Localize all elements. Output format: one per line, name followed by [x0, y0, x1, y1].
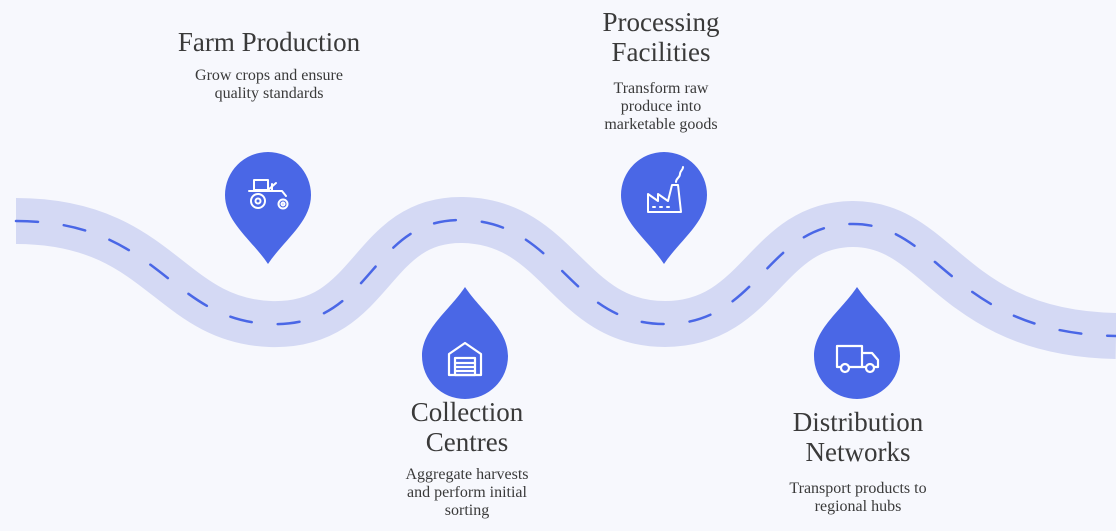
stage-description-distribution-networks: Transport products to regional hubs: [733, 480, 983, 516]
title-line: Centres: [425, 427, 509, 457]
stage-title-distribution-networks: Distribution Networks: [733, 407, 983, 467]
title-line: Distribution: [792, 407, 924, 437]
description-line: Aggregate harvests: [405, 466, 529, 483]
description-line: Transform raw: [613, 80, 709, 97]
description-line: Grow crops and ensure: [195, 67, 343, 84]
description-line: marketable goods: [604, 116, 718, 133]
description-line: sorting: [444, 502, 490, 519]
pin-distribution-networks: [814, 287, 900, 399]
warehouse-icon: [447, 341, 483, 377]
pin-farm-production: [225, 152, 311, 264]
title-line: Collection: [410, 397, 524, 427]
stage-title-processing-facilities: Processing Facilities: [536, 7, 786, 67]
tractor-icon: [248, 179, 289, 210]
description-line: regional hubs: [814, 498, 902, 515]
title-line: Networks: [805, 437, 911, 467]
stage-description-collection-centres: Aggregate harvests and perform initial s…: [342, 466, 592, 520]
pin-shape: [225, 152, 311, 264]
stage-description-farm-production: Grow crops and ensure quality standards: [144, 67, 394, 103]
stage-title-collection-centres: Collection Centres: [342, 397, 592, 457]
stage-title-farm-production: Farm Production: [144, 27, 394, 57]
description-line: quality standards: [214, 85, 324, 102]
title-line: Processing: [602, 7, 720, 37]
pin-processing-facilities: [621, 152, 707, 264]
title-line: Facilities: [611, 37, 711, 67]
pin-collection-centres: [422, 287, 508, 399]
title-line: Farm Production: [177, 27, 361, 57]
road: [15, 196, 1116, 359]
stage-description-processing-facilities: Transform raw produce into marketable go…: [536, 80, 786, 134]
description-line: Transport products to: [789, 480, 927, 497]
pin-shape: [621, 152, 707, 264]
road-center-line: [14, 218, 1116, 338]
factory-icon: [647, 166, 684, 213]
description-line: and perform initial: [407, 484, 527, 501]
pin-shape: [814, 287, 900, 399]
truck-icon: [835, 344, 880, 374]
description-line: produce into: [620, 98, 702, 115]
